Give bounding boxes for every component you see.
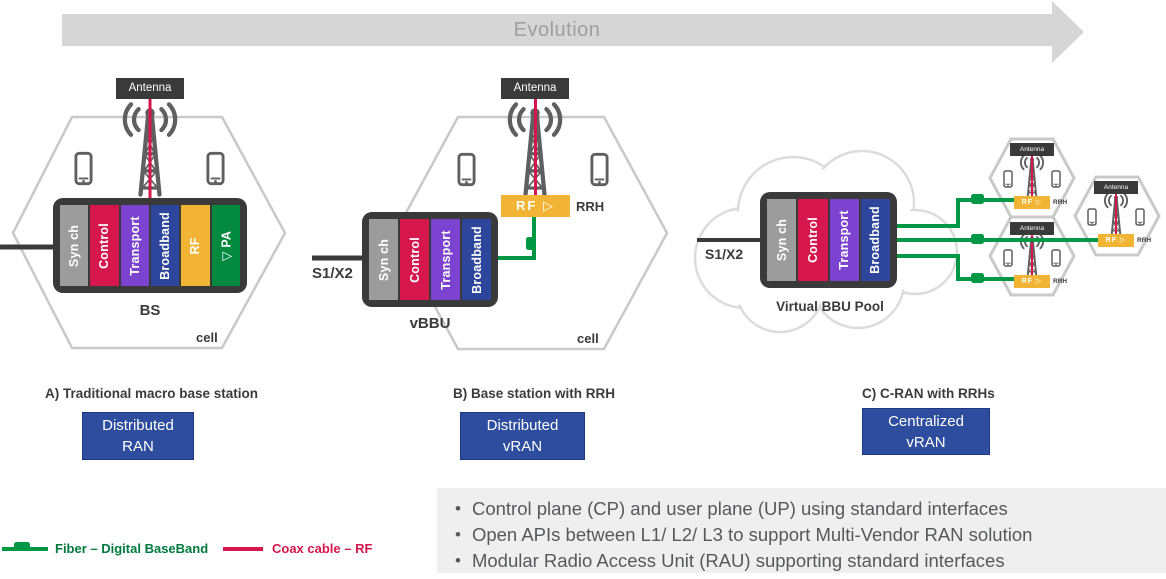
fiber-connector-icon — [526, 237, 536, 250]
fiber-line-c1 — [897, 198, 1016, 228]
cell-b-hexagon — [393, 115, 669, 351]
vbbu-label: vBBU — [409, 315, 451, 332]
slat-rf: RF — [181, 205, 210, 286]
fiber-line-b — [498, 217, 536, 260]
fiber-connector-icon — [971, 273, 984, 283]
antenna-label: Antenna — [116, 78, 184, 99]
slat-control: Control — [90, 205, 119, 286]
caption-b: B) Base station with RRH — [453, 386, 616, 401]
caption-a: A) Traditional macro base station — [45, 386, 259, 401]
slat-transport: Transport — [431, 219, 460, 300]
slat-control: Control — [798, 199, 828, 281]
phone-icon — [457, 152, 476, 187]
rrh-label: RRH — [1053, 278, 1068, 285]
fiber-connector-icon — [971, 234, 984, 244]
fiber-line-c3 — [897, 254, 1016, 281]
virtual-bbu-block: Syn ch Control Transport Broadband — [760, 192, 897, 288]
cell-label: cell — [196, 330, 218, 345]
evolution-arrowhead-icon — [1052, 1, 1084, 63]
bs-label: BS — [139, 302, 161, 319]
phone-icon — [206, 151, 225, 186]
vbbu-block: Syn ch Control Transport Broadband — [362, 212, 498, 307]
rrh-label: RRH — [1137, 237, 1152, 244]
cell-a-hexagon — [11, 115, 287, 350]
legend-fiber-label: Fiber – Digital BaseBand — [55, 541, 209, 556]
slat-syn-ch: Syn ch — [767, 199, 797, 281]
slat-broadband: Broadband — [462, 219, 491, 300]
slat-pa: ▽ PA — [211, 205, 240, 286]
badge-distributed-ran: Distributed RAN — [82, 412, 194, 460]
badge-distributed-vran: Distributed vRAN — [460, 412, 585, 460]
bullet-icon: • — [455, 499, 461, 518]
antenna-label: Antenna — [1094, 181, 1138, 194]
phone-icon — [74, 151, 93, 186]
virtual-bbu-pool-label: Virtual BBU Pool — [776, 299, 884, 314]
badge-centralized-vran: Centralized vRAN — [862, 408, 990, 455]
slat-transport: Transport — [120, 205, 149, 286]
fiber-connector-icon — [971, 194, 984, 204]
evolution-label: Evolution — [513, 18, 601, 41]
bs-block: Syn ch Control Transport Broadband RF ▽ … — [53, 198, 247, 293]
rrh-label: RRH — [576, 199, 605, 214]
rrh-rf-box: RF ▷ — [501, 195, 570, 217]
slat-control: Control — [400, 219, 429, 300]
slat-syn-ch: Syn ch — [369, 219, 398, 300]
s1x2-label-b: S1/X2 — [312, 265, 353, 282]
slat-broadband: Broadband — [150, 205, 180, 286]
note-item: • Control plane (CP) and user plane (UP)… — [455, 496, 1156, 522]
slat-broadband: Broadband — [860, 199, 890, 281]
antenna-label: Antenna — [1010, 143, 1054, 156]
rrh-label: RRH — [1053, 199, 1068, 206]
slat-syn-ch: Syn ch — [60, 205, 89, 286]
fiber-connector-icon — [14, 542, 30, 551]
bullet-icon: • — [455, 525, 461, 544]
evolution-arrow: Evolution — [62, 14, 1052, 46]
rrh-rf-box: RF ▷ — [1014, 196, 1050, 209]
notes-panel: • Control plane (CP) and user plane (UP)… — [437, 488, 1166, 573]
slat-transport: Transport — [829, 199, 859, 281]
cell-label: cell — [577, 331, 599, 346]
rrh-rf-box: RF ▷ — [1098, 234, 1134, 247]
s1x2-label-c: S1/X2 — [705, 246, 744, 262]
antenna-label: Antenna — [1010, 222, 1054, 235]
legend-coax-label: Coax cable – RF — [272, 541, 373, 556]
rrh-rf-box: RF ▷ — [1014, 275, 1050, 288]
phone-icon — [590, 152, 609, 187]
note-item: • Modular Radio Access Unit (RAU) suppor… — [455, 548, 1156, 574]
antenna-label: Antenna — [501, 78, 569, 99]
bullet-icon: • — [455, 551, 461, 570]
note-item: • Open APIs between L1/ L2/ L3 to suppor… — [455, 522, 1156, 548]
caption-c: C) C-RAN with RRHs — [862, 386, 995, 401]
